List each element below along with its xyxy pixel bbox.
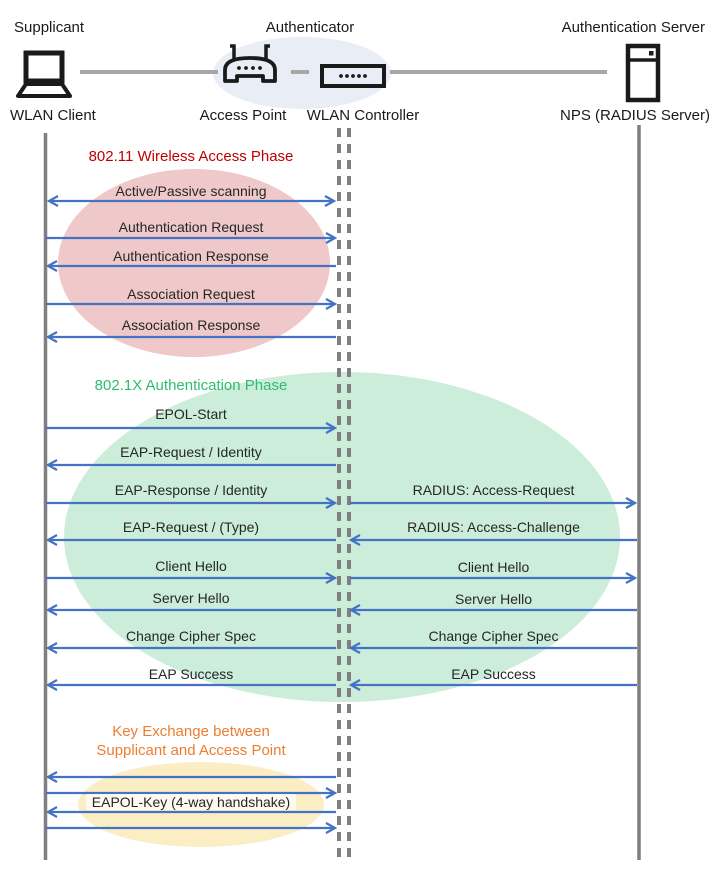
node-label-nps: NPS (RADIUS Server)	[559, 107, 711, 124]
eapol-key-text: EAPOL-Key (4-way handshake)	[85, 794, 297, 810]
phase3-title-line1: Key Exchange between	[112, 723, 270, 740]
message-label-eap-response-identity: EAP-Response / Identity	[114, 482, 268, 498]
message-label-authentication-response: Authentication Response	[113, 248, 269, 264]
message-label-eap-success-left: EAP Success	[148, 666, 234, 682]
phase2-title: 802.1X Authentication Phase	[94, 377, 288, 394]
message-label-radius-access-challenge: RADIUS: Access-Challenge	[407, 519, 580, 535]
message-label-server-hello-left: Server Hello	[152, 590, 230, 606]
message-label-authentication-request: Authentication Request	[118, 219, 264, 235]
message-label-client-hello-right: Client Hello	[457, 559, 530, 575]
role-authentication-server: Authentication Server	[561, 19, 705, 36]
server-icon	[625, 43, 661, 103]
phase3-title-line2: Supplicant and Access Point	[96, 742, 286, 759]
wlan-controller-icon	[320, 64, 386, 88]
phase1-title: 802.11 Wireless Access Phase	[88, 148, 294, 165]
message-label-eap-request-identity: EAP-Request / Identity	[120, 444, 262, 460]
message-label-active-passive-scanning: Active/Passive scanning	[115, 183, 267, 199]
node-label-access-point: Access Point	[199, 107, 287, 124]
node-label-wlan-controller: WLAN Controller	[306, 107, 420, 124]
message-label-server-hello-right: Server Hello	[454, 591, 533, 607]
message-label-radius-access-request: RADIUS: Access-Request	[412, 482, 575, 498]
message-label-client-hello-left: Client Hello	[155, 558, 227, 574]
message-label-epol-start: EPOL-Start	[155, 406, 227, 422]
role-authenticator: Authenticator	[265, 19, 355, 36]
message-label-association-response: Association Response	[121, 317, 261, 333]
phase3-title: Key Exchange between Supplicant and Acce…	[45, 722, 337, 760]
access-point-icon	[223, 44, 277, 83]
message-label-change-cipher-spec-right: Change Cipher Spec	[428, 628, 559, 644]
message-label-change-cipher-spec-left: Change Cipher Spec	[126, 628, 256, 644]
node-label-wlan-client: WLAN Client	[10, 107, 96, 124]
message-label-eap-success-right: EAP Success	[451, 666, 536, 682]
laptop-icon	[16, 50, 72, 98]
message-label-eap-request-type: EAP-Request / (Type)	[122, 519, 260, 535]
message-label-eapol-key: EAPOL-Key (4-way handshake)	[45, 794, 337, 811]
role-supplicant: Supplicant	[14, 19, 85, 36]
message-label-association-request: Association Request	[127, 286, 255, 302]
